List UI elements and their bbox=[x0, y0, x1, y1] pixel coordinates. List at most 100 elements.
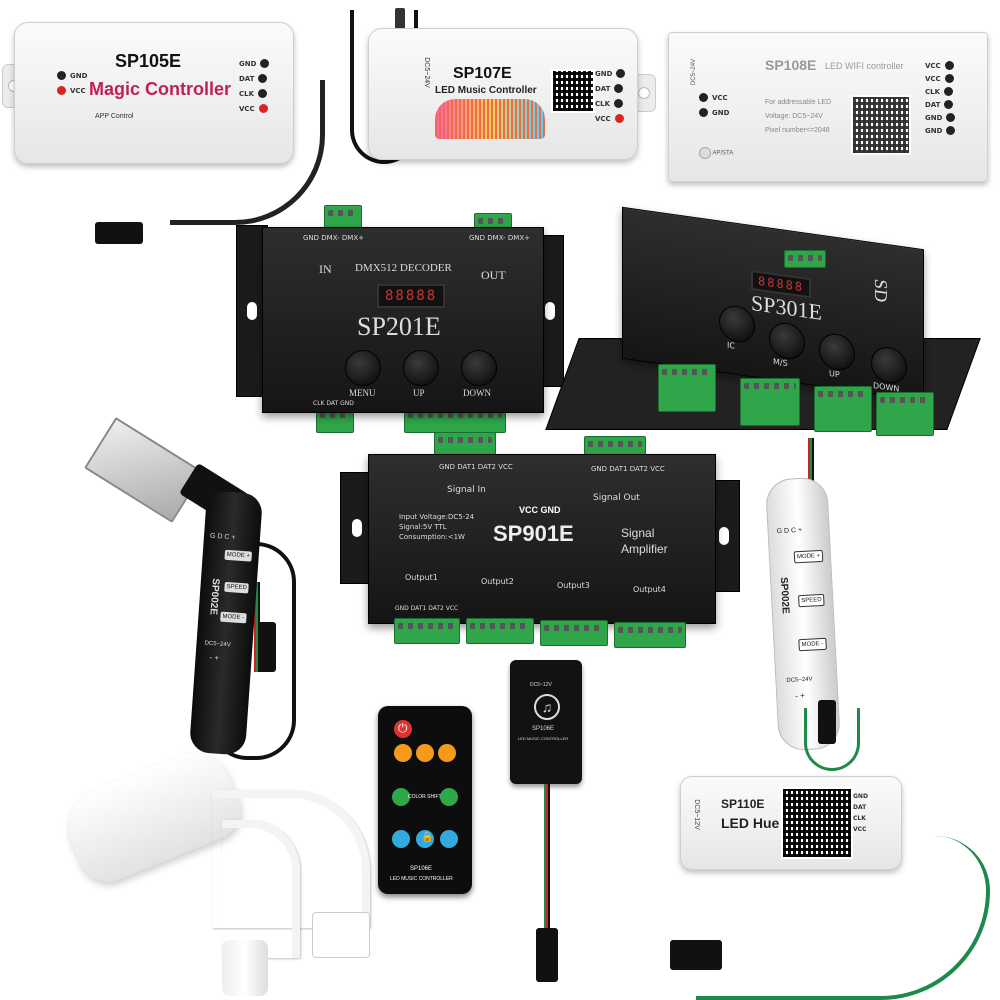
lock-icon: 🔒 bbox=[421, 832, 434, 843]
sp106e-receiver-connector bbox=[536, 928, 558, 982]
sp901e-signal-in-label: Signal In bbox=[447, 485, 486, 495]
sp301e-top-terminal bbox=[784, 250, 826, 268]
sp002e-right-top-label: G D C + bbox=[776, 526, 803, 536]
sp002e-right-model: SP002E bbox=[777, 576, 791, 615]
sp201e-down-button[interactable] bbox=[461, 350, 497, 386]
sp901e-output4-terminal bbox=[614, 622, 686, 648]
sp002e-right-cable bbox=[804, 708, 860, 771]
sp105e-cable bbox=[170, 80, 325, 225]
sp901e-case: GND DAT1 DAT2 VCC GND DAT1 DAT2 VCC Sign… bbox=[368, 454, 716, 624]
sp901e-vcc-gnd-label: VCC GND bbox=[519, 505, 561, 515]
sp002e-left-wire-bundle bbox=[254, 582, 260, 672]
sp201e-down-label: DOWN bbox=[463, 388, 491, 398]
remote-next-button[interactable] bbox=[440, 788, 458, 806]
sp108e-subtitle: LED WIFI controller bbox=[825, 61, 904, 71]
sp301e-ms-button[interactable] bbox=[769, 320, 805, 362]
sp301e-controller: SD 88888 SP301E IC M/S UP DOWN bbox=[545, 206, 981, 438]
sp301e-ic-button[interactable] bbox=[719, 303, 755, 345]
sp105e-case: GND VCC SP105E Magic Controller APP Cont… bbox=[14, 22, 294, 164]
sp105e-left-pins: GND VCC bbox=[57, 71, 87, 95]
usb-plug bbox=[84, 417, 204, 523]
sp901e-output4-label: Output4 bbox=[633, 585, 666, 594]
splitter-cable-1 bbox=[212, 790, 370, 928]
sp105e-controller: GND VCC SP105E Magic Controller APP Cont… bbox=[0, 10, 330, 250]
remote-left-button[interactable] bbox=[394, 744, 412, 762]
sp301e-up-button[interactable] bbox=[819, 331, 855, 373]
sp301e-terminal-4 bbox=[876, 392, 934, 436]
sp301e-up-label: UP bbox=[829, 368, 840, 380]
sp002e-left-connector bbox=[256, 622, 276, 672]
sp002e-right-mode-minus-button[interactable]: MODE - bbox=[798, 637, 827, 652]
sp002e-left-mode-minus-button[interactable]: MODE - bbox=[220, 611, 247, 624]
sp901e-output3-label: Output3 bbox=[557, 581, 590, 590]
sp901e-spec-3: Consumption:<1W bbox=[399, 533, 465, 541]
sp201e-subtitle: DMX512 DECODER bbox=[355, 262, 452, 274]
remote-right-button[interactable] bbox=[438, 744, 456, 762]
sp901e-output1-terminal bbox=[394, 618, 460, 644]
sp002e-left-top-label: G D C + bbox=[209, 532, 236, 542]
bluetooth-splitter bbox=[56, 741, 392, 1000]
sp106e-receiver-voltage: DC5~12V bbox=[530, 682, 552, 688]
sp108e-apsta-dot bbox=[699, 147, 711, 159]
remote-lock-button[interactable]: 🔒 bbox=[416, 830, 434, 848]
sp301e-down-button[interactable] bbox=[871, 344, 907, 386]
sp201e-top-left-pins: GND DMX- DMX+ bbox=[303, 234, 364, 242]
sp201e-top-right-pins: GND DMX- DMX+ bbox=[469, 234, 530, 242]
sp106e-receiver-subtitle: LED MUSIC CONTROLLER bbox=[518, 736, 569, 741]
sp108e-qr-code bbox=[851, 95, 911, 155]
sp002e-right-mode-plus-button[interactable]: MODE + bbox=[793, 549, 824, 564]
sp201e-in-label: IN bbox=[319, 262, 332, 276]
sp110e-model: SP110E bbox=[721, 797, 765, 811]
sp107e-model: SP107E bbox=[453, 65, 512, 82]
sp201e-menu-label: MENU bbox=[349, 388, 376, 398]
sp201e-up-button[interactable] bbox=[403, 350, 439, 386]
remote-model: SP106E bbox=[410, 866, 433, 872]
sp002e-left-model: SP002E bbox=[207, 577, 221, 616]
remote-music-mode-2-button[interactable] bbox=[440, 830, 458, 848]
sp105e-right-pins: GND DAT CLK VCC bbox=[239, 59, 270, 113]
power-icon: ⏻ bbox=[398, 721, 408, 735]
sp002e-right-wires-top bbox=[808, 438, 814, 498]
sp107e-pins: GND DAT CLK VCC bbox=[595, 69, 626, 123]
sp108e-apsta-button[interactable]: AP/STA bbox=[699, 147, 733, 159]
sp301e-ms-label: M/S bbox=[773, 357, 788, 369]
sp106e-receiver-body: DC5~12V ♫ SP106E LED MUSIC CONTROLLER bbox=[510, 660, 582, 784]
sp002e-right-speed-button[interactable]: SPEED bbox=[798, 593, 825, 608]
sp201e-up-label: UP bbox=[413, 388, 425, 398]
sp201e-menu-button[interactable] bbox=[345, 350, 381, 386]
remote-subtitle: LED MUSIC CONTROLLER bbox=[390, 876, 453, 882]
sp201e-case: GND DMX- DMX+ GND DMX- DMX+ IN OUT DMX51… bbox=[262, 227, 544, 413]
remote-music-mode-1-button[interactable] bbox=[392, 830, 410, 848]
sp108e-model: SP108E bbox=[765, 57, 817, 73]
remote-power-button[interactable]: ⏻ bbox=[394, 720, 412, 738]
sp002e-left-polarity: - + bbox=[209, 652, 220, 663]
sp901e-signal-out-label: Signal Out bbox=[593, 493, 640, 503]
sp002e-left-mode-plus-button[interactable]: MODE + bbox=[224, 549, 253, 562]
sp201e-model: SP201E bbox=[357, 312, 441, 341]
sp201e-display: 88888 bbox=[377, 284, 446, 308]
sp110e-controller: DC5~12V SP110E LED Hue GND DAT CLK VCC bbox=[666, 776, 996, 1000]
sp901e-spec-1: Input Voltage:DC5-24 bbox=[399, 513, 475, 521]
sp201e-bottom-pins: CLK DAT GND bbox=[313, 400, 354, 407]
sp002e-right-power-label: DC5~24V bbox=[786, 676, 813, 684]
sp901e-model: SP901E bbox=[493, 521, 574, 546]
remote-prev-button[interactable] bbox=[392, 788, 410, 806]
remote-music-button[interactable] bbox=[416, 744, 434, 762]
sp110e-side-label: DC5~12V bbox=[692, 799, 700, 830]
sp301e-terminal-1 bbox=[658, 364, 716, 412]
sp106e-remote: ⏻ COLOR SHIFT 🔒 SP106E LED MUSIC CONTROL… bbox=[378, 706, 472, 894]
sp901e-output2-terminal bbox=[466, 618, 534, 644]
dc-jack bbox=[222, 940, 268, 996]
sp901e-title: Signal Amplifier bbox=[621, 526, 668, 556]
sp107e-qr-code bbox=[551, 69, 595, 113]
sp107e-side-label: DC5~24V bbox=[422, 57, 430, 88]
sp002e-left-power-label: DC5~24V bbox=[204, 640, 231, 649]
sp901e-signal-amplifier: GND DAT1 DAT2 VCC GND DAT1 DAT2 VCC Sign… bbox=[340, 432, 740, 652]
sp107e-controller: DC5~24V SP107E LED Music Controller GND … bbox=[340, 0, 660, 170]
sp110e-subtitle: LED Hue bbox=[721, 815, 780, 831]
sp105e-model: SP105E bbox=[115, 51, 182, 71]
sp002e-left-speed-button[interactable]: SPEED bbox=[224, 581, 250, 594]
sp107e-subtitle: LED Music Controller bbox=[435, 85, 537, 96]
sp107e-soundwave bbox=[435, 99, 545, 139]
sp110e-qr-code bbox=[781, 787, 853, 859]
